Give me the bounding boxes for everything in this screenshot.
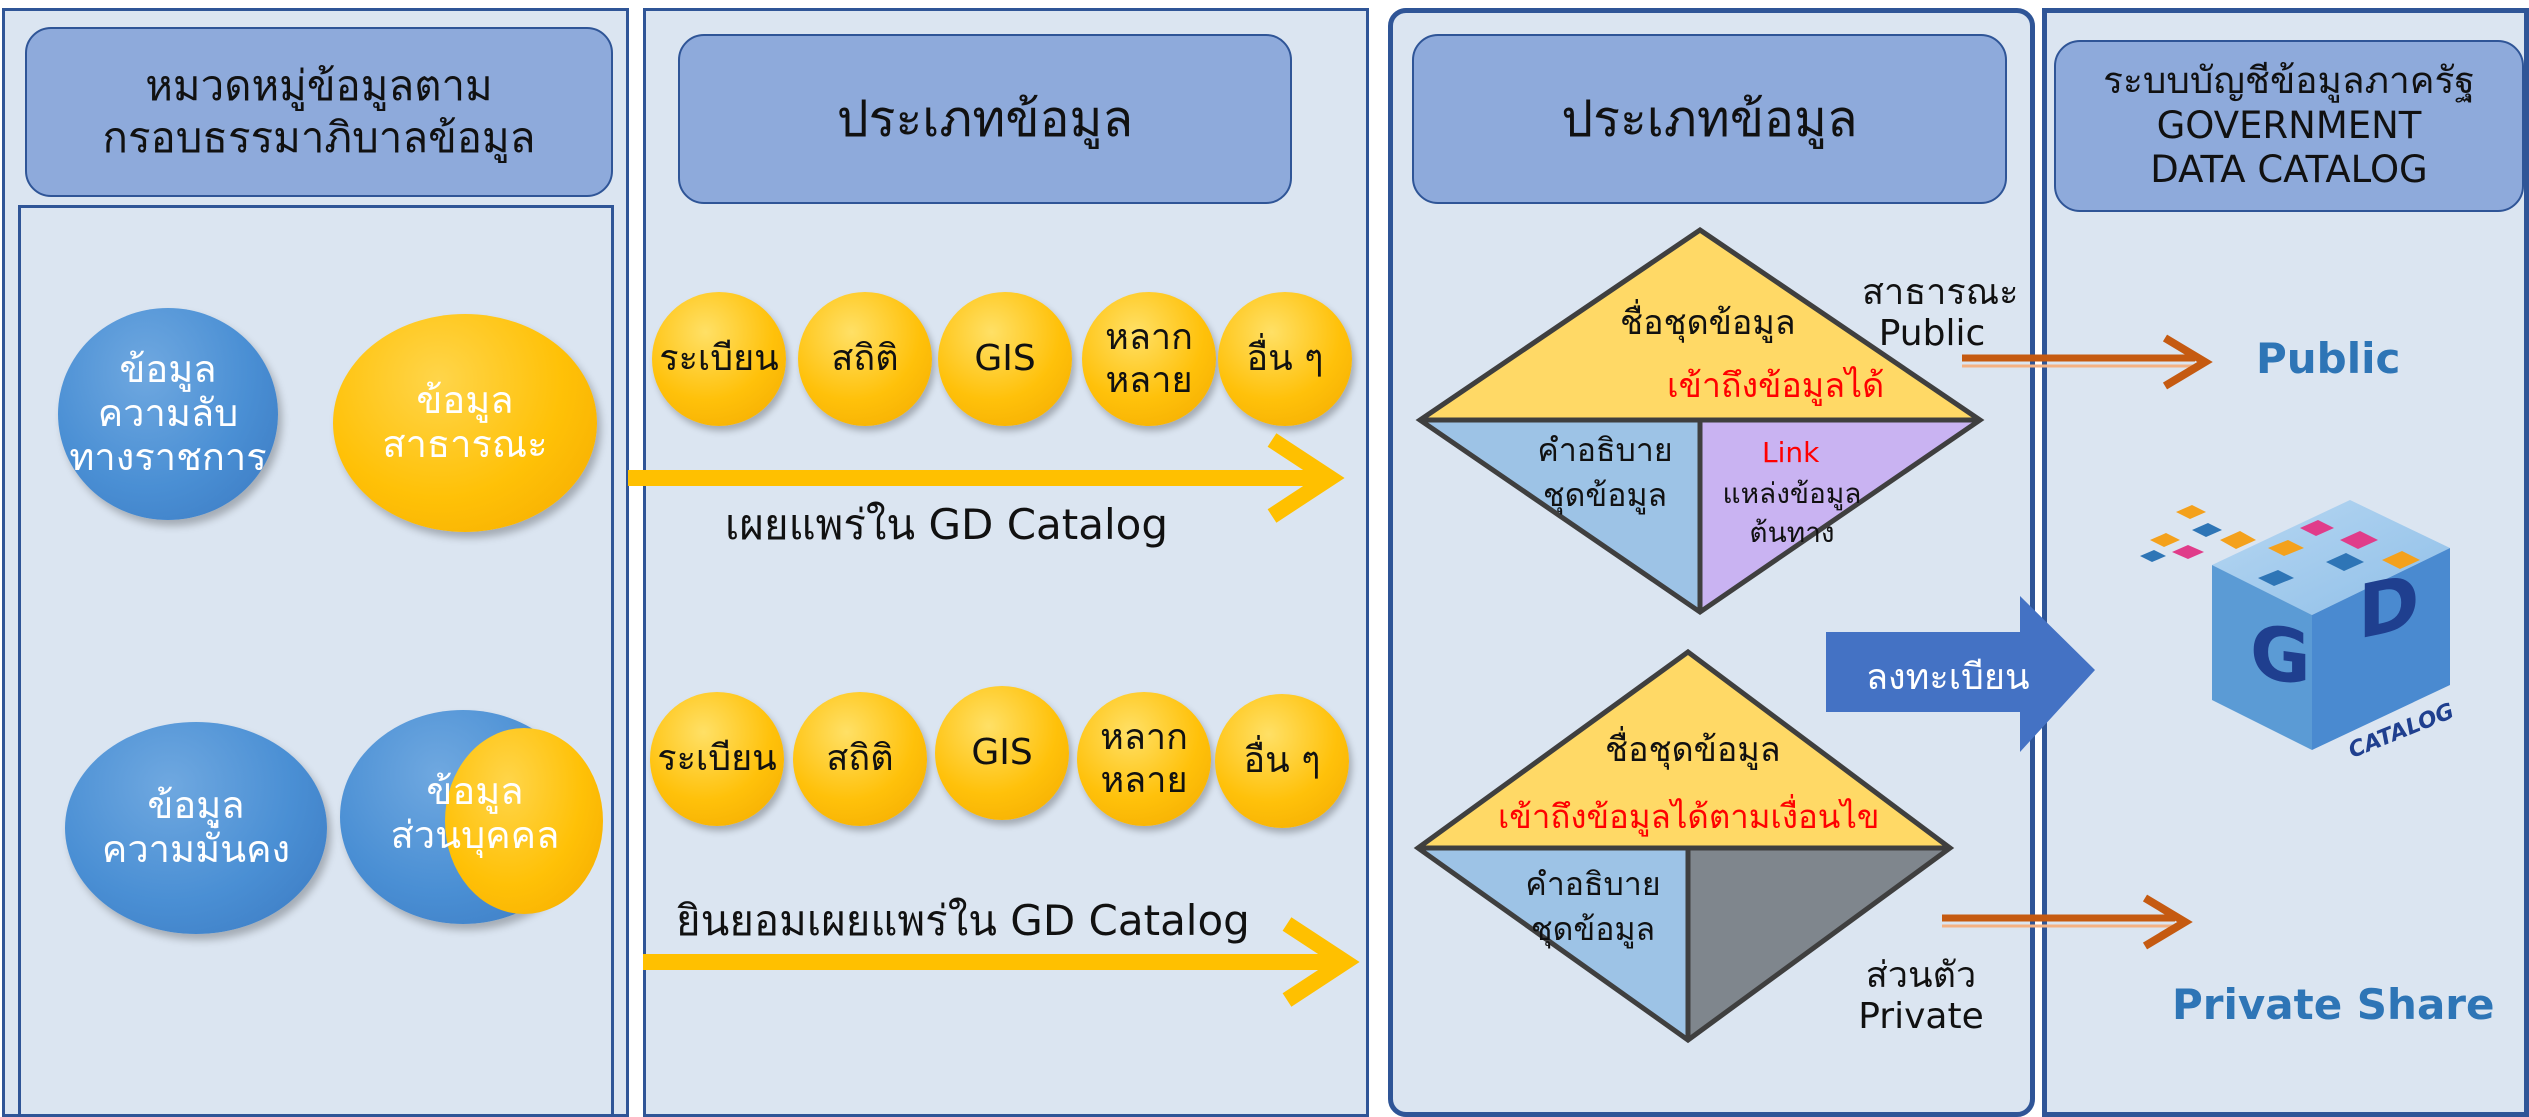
public-data-ellipse: ข้อมูล สาธารณะ bbox=[333, 314, 597, 532]
diamond2-description: คำอธิบายชุดข้อมูล bbox=[1525, 865, 1661, 948]
secret-line1: ข้อมูล bbox=[119, 347, 217, 392]
dataset-access-header-text: ประเภทข้อมูล bbox=[1561, 89, 1858, 148]
governance-header-line2: กรอบธรรมาภิบาลข้อมูล bbox=[102, 113, 536, 162]
public-line1: ข้อมูล bbox=[416, 378, 514, 423]
type-circle-other-2: อื่น ๆ bbox=[1215, 694, 1349, 828]
gd-header-line2: GOVERNMENT bbox=[2156, 103, 2422, 147]
public-orange-arrow bbox=[1962, 334, 2213, 390]
diamond2-access-text: เข้าถึงข้อมูลได้ตามเงื่อนไข bbox=[1498, 797, 1880, 836]
personal-data-label: ข้อมูล ส่วนบุคคล bbox=[370, 769, 580, 857]
personal-line1: ข้อมูล bbox=[426, 769, 524, 813]
data-type-header-text: ประเภทข้อมูล bbox=[836, 89, 1134, 148]
dataset-access-header: ประเภทข้อมูล bbox=[1412, 34, 2007, 204]
type-circle-statistics-1: สถิติ bbox=[798, 292, 932, 426]
diamond1-link: Link bbox=[1762, 436, 1820, 469]
security-line2: ความมั่นคง bbox=[101, 827, 291, 871]
register-label: ลงทะเบียน bbox=[1866, 657, 2030, 698]
publish-label: เผยแพร่ใน GD Catalog bbox=[725, 500, 1168, 549]
gd-public-label: Public bbox=[2256, 334, 2401, 383]
private-orange-arrow bbox=[1942, 894, 2193, 950]
public-dataset-diamond bbox=[1415, 226, 1985, 616]
logo-letter-g: G bbox=[2250, 608, 2311, 703]
gd-header-line1: ระบบบัญชีข้อมูลภาครัฐ bbox=[2103, 59, 2475, 103]
gd-catalog-logo: G D CATALOG bbox=[2140, 500, 2458, 764]
security-line1: ข้อมูล bbox=[147, 783, 245, 828]
personal-line2: ส่วนบุคคล bbox=[390, 812, 560, 857]
private-dataset-diamond bbox=[1413, 648, 1955, 1044]
type-circle-various-2: หลาก หลาย bbox=[1077, 692, 1211, 826]
diamond1-source: แหล่งข้อมูลต้นทาง bbox=[1722, 477, 1862, 550]
type-circle-gis-1: GIS bbox=[938, 292, 1072, 426]
governance-header-line1: หมวดหมู่ข้อมูลตาม bbox=[145, 60, 493, 110]
type-circle-various-1: หลาก หลาย bbox=[1082, 292, 1216, 426]
gd-private-share-label: Private Share bbox=[2172, 980, 2495, 1029]
consent-publish-arrow bbox=[643, 917, 1360, 1007]
diamond1-access-text: เข้าถึงข้อมูลได้ bbox=[1667, 366, 1885, 406]
secret-data-ellipse: ข้อมูล ความลับ ทางราชการ bbox=[58, 308, 278, 520]
type-circle-registry-1: ระเบียน bbox=[652, 292, 786, 426]
publish-arrow bbox=[628, 433, 1345, 523]
type-circle-registry-2: ระเบียน bbox=[650, 692, 784, 826]
diamond1-dataset-name: ชื่อชุดข้อมูล bbox=[1620, 303, 1796, 343]
diamond2-top bbox=[1418, 652, 1950, 848]
secret-line2: ความลับ bbox=[97, 391, 239, 436]
governance-inner-box bbox=[18, 205, 614, 1117]
gd-catalog-header: ระบบบัญชีข้อมูลภาครัฐ GOVERNMENT DATA CA… bbox=[2054, 40, 2524, 212]
type-circle-other-1: อื่น ๆ bbox=[1218, 292, 1352, 426]
consent-publish-label: ยินยอมเผยแพร่ใน GD Catalog bbox=[676, 896, 1250, 945]
secret-line3: ทางราชการ bbox=[69, 434, 267, 479]
diamond1-top bbox=[1420, 230, 1980, 420]
data-type-header: ประเภทข้อมูล bbox=[678, 34, 1292, 204]
governance-category-header: หมวดหมู่ข้อมูลตาม กรอบธรรมาภิบาลข้อมูล bbox=[25, 27, 613, 197]
gd-header-line3: DATA CATALOG bbox=[2150, 148, 2428, 192]
security-data-ellipse: ข้อมูล ความมั่นคง bbox=[65, 722, 327, 934]
public-line2: สาธารณะ bbox=[382, 422, 548, 466]
logo-letter-d: D bbox=[2358, 557, 2419, 656]
type-circle-gis-2: GIS bbox=[935, 686, 1069, 820]
diamond2-dataset-name: ชื่อชุดข้อมูล bbox=[1605, 730, 1781, 770]
register-arrow bbox=[1826, 596, 2095, 752]
type-circle-statistics-2: สถิติ bbox=[793, 692, 927, 826]
diamond1-description: คำอธิบายชุดข้อมูล bbox=[1537, 431, 1673, 514]
personal-data-overlap bbox=[445, 728, 603, 914]
